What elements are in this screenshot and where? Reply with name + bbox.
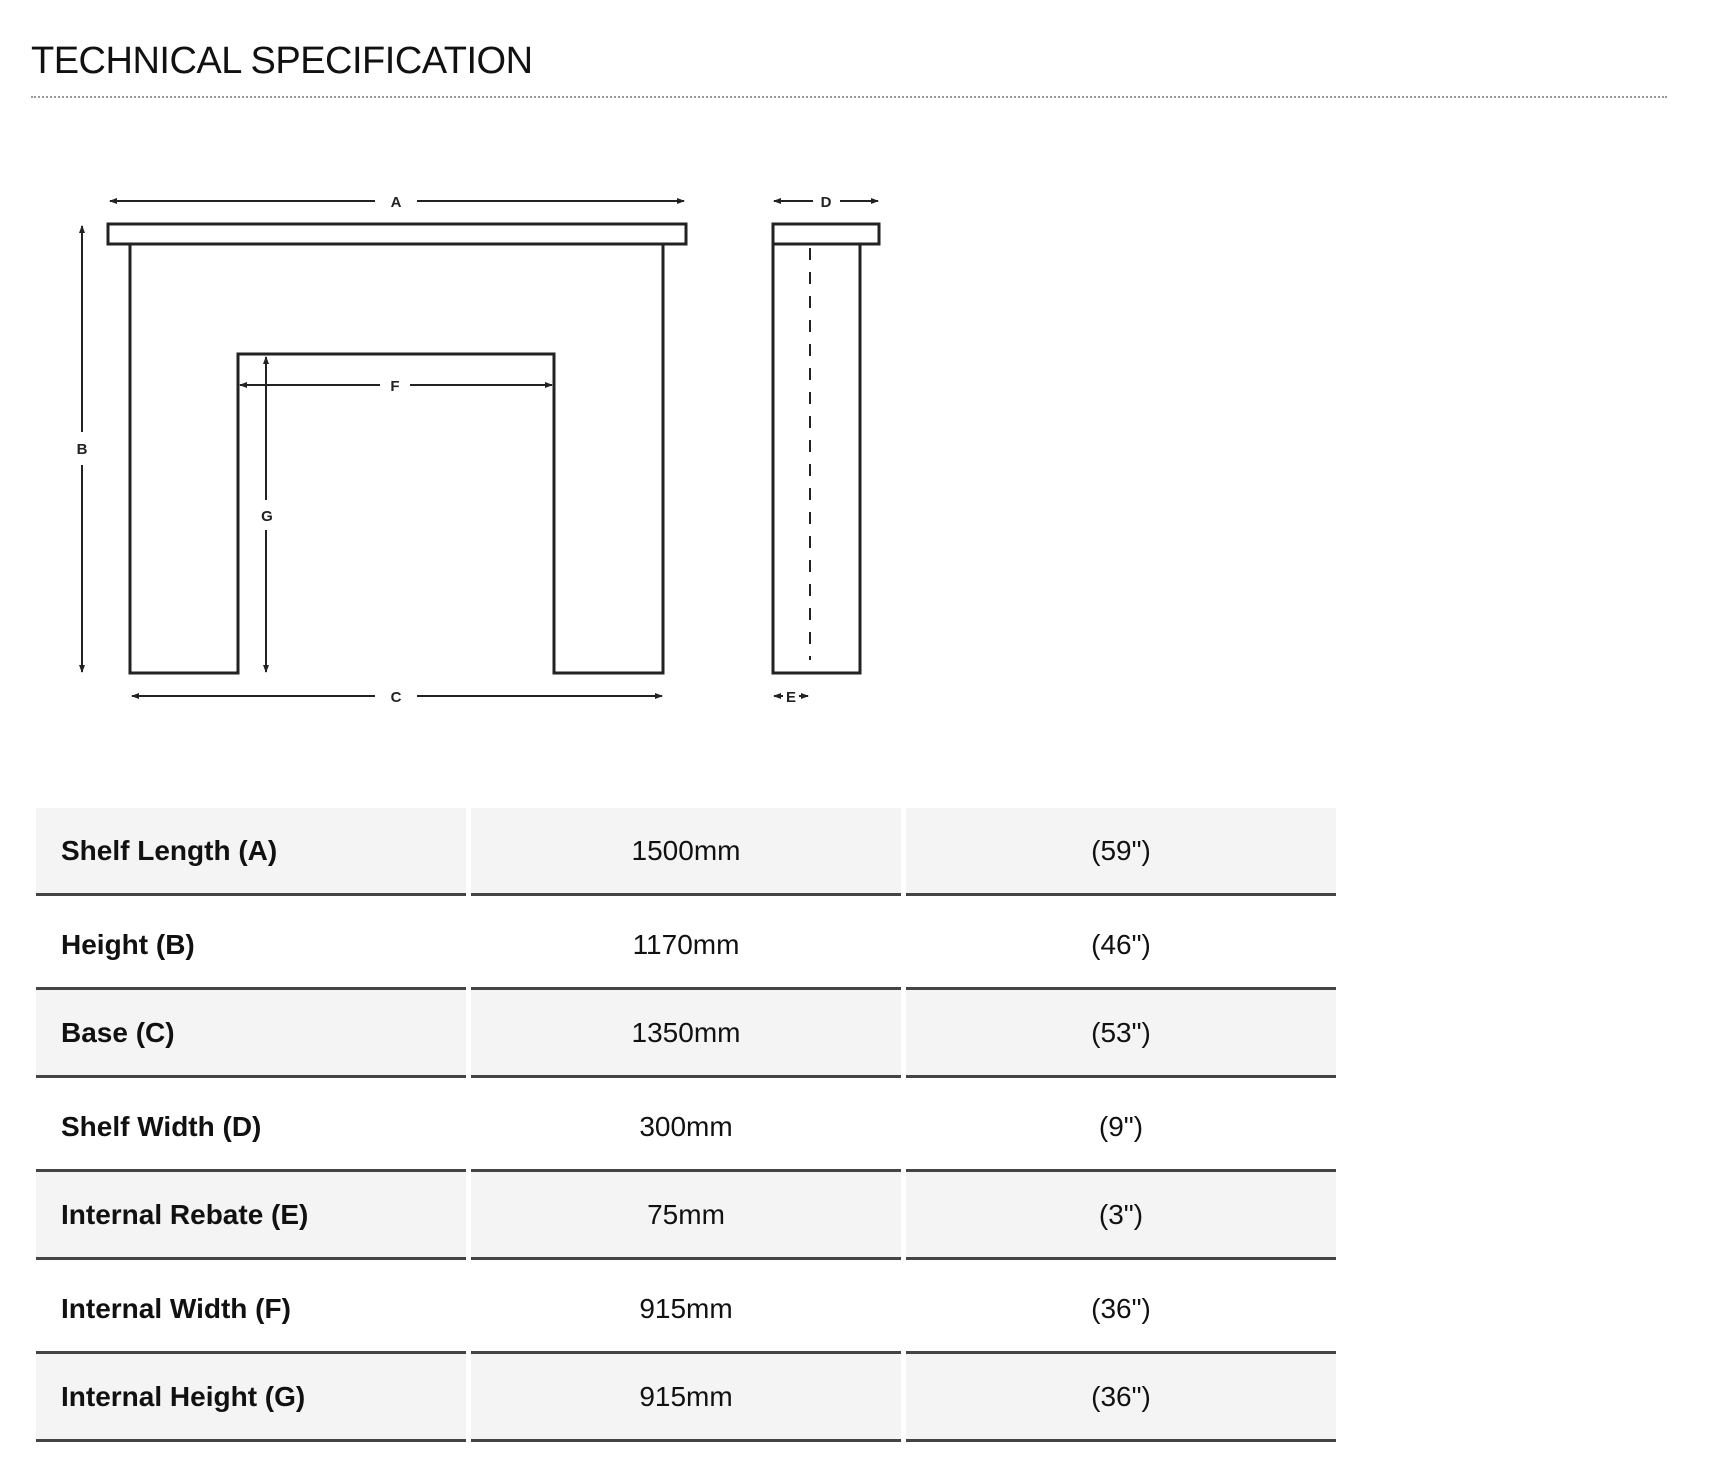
front-elevation <box>106 222 688 675</box>
spec-label: Shelf Width (D) <box>36 1078 466 1172</box>
table-row: Height (B) 1170mm (46") <box>36 896 1336 990</box>
spec-mm: 1170mm <box>471 896 901 990</box>
spec-label: Shelf Length (A) <box>36 808 466 896</box>
table-row: Internal Width (F) 915mm (36") <box>36 1260 1336 1354</box>
side-elevation <box>771 222 881 675</box>
table-row: Internal Rebate (E) 75mm (3") <box>36 1172 1336 1260</box>
dim-label-g: G <box>261 508 273 525</box>
spec-mm: 1500mm <box>471 808 901 896</box>
dim-label-e: E <box>786 689 796 706</box>
fireplace-dimension-diagram: A B C D E F G <box>77 194 881 706</box>
spec-mm: 300mm <box>471 1078 901 1172</box>
spec-label: Height (B) <box>36 896 466 990</box>
front-body <box>128 244 665 675</box>
dim-label-a: A <box>391 194 402 211</box>
spec-table: Shelf Length (A) 1500mm (59") Height (B)… <box>31 808 1341 1442</box>
spec-inches: (3") <box>906 1172 1336 1260</box>
spec-inches: (36") <box>906 1354 1336 1442</box>
table-row: Shelf Width (D) 300mm (9") <box>36 1078 1336 1172</box>
spec-inches: (53") <box>906 990 1336 1078</box>
dim-label-d: D <box>821 194 832 211</box>
spec-label: Base (C) <box>36 990 466 1078</box>
side-body <box>771 244 862 675</box>
spec-label: Internal Rebate (E) <box>36 1172 466 1260</box>
spec-mm: 915mm <box>471 1260 901 1354</box>
dim-label-b: B <box>77 441 88 458</box>
table-row: Base (C) 1350mm (53") <box>36 990 1336 1078</box>
spec-mm: 1350mm <box>471 990 901 1078</box>
spec-label: Internal Height (G) <box>36 1354 466 1442</box>
dotted-divider <box>31 96 1667 98</box>
front-shelf <box>106 222 688 246</box>
spec-inches: (59") <box>906 808 1336 896</box>
spec-inches: (36") <box>906 1260 1336 1354</box>
table-row: Internal Height (G) 915mm (36") <box>36 1354 1336 1442</box>
dim-label-c: C <box>391 689 402 706</box>
spec-inches: (46") <box>906 896 1336 990</box>
page-title: TECHNICAL SPECIFICATION <box>31 40 533 82</box>
spec-mm: 75mm <box>471 1172 901 1260</box>
spec-label: Internal Width (F) <box>36 1260 466 1354</box>
spec-mm: 915mm <box>471 1354 901 1442</box>
dim-label-f: F <box>390 378 399 395</box>
dimension-lines <box>79 198 879 699</box>
table-row: Shelf Length (A) 1500mm (59") <box>36 808 1336 896</box>
side-shelf <box>771 222 881 246</box>
spec-inches: (9") <box>906 1078 1336 1172</box>
